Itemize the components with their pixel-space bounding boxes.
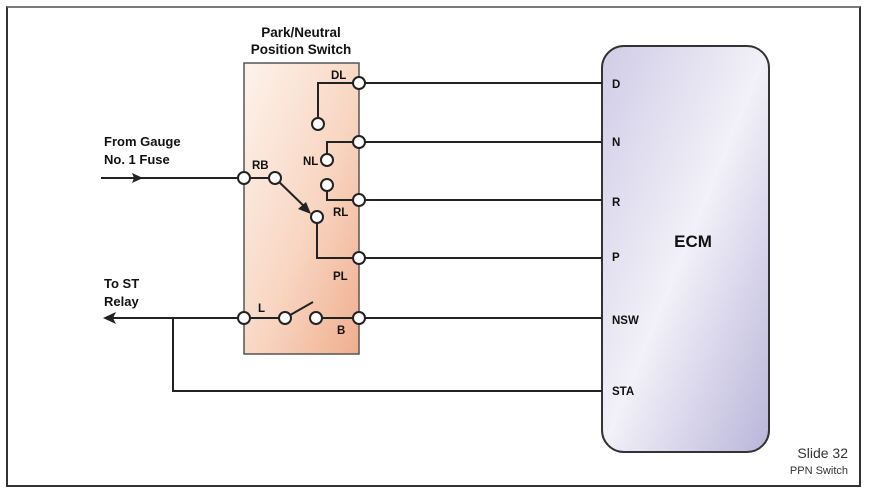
terminal-nl-out xyxy=(352,135,366,149)
contact-pl xyxy=(310,210,324,224)
contact-l xyxy=(278,311,292,325)
contact-rb xyxy=(268,171,282,185)
ecm-body xyxy=(601,45,770,453)
contact-dl xyxy=(311,117,325,131)
label-rb: RB xyxy=(252,160,269,172)
switch-title-line1: Park/Neutral xyxy=(261,25,341,40)
ecm-pin-sta: STA xyxy=(612,386,634,398)
terminal-l xyxy=(237,311,251,325)
switch-title-line2: Position Switch xyxy=(251,42,352,57)
terminal-dl xyxy=(352,76,366,90)
ecm-pin-r: R xyxy=(612,197,621,209)
ecm-pin-n: N xyxy=(612,137,620,149)
terminal-pl-out xyxy=(352,251,366,265)
label-pl: PL xyxy=(333,271,348,283)
ecm-pin-d: D xyxy=(612,79,620,91)
output-label-line1: To ST xyxy=(104,276,139,291)
wire-sta xyxy=(172,318,602,392)
input-arrow-icon xyxy=(132,173,143,183)
wire-nl-internal xyxy=(326,141,359,158)
label-l: L xyxy=(258,303,265,315)
contact-rl xyxy=(320,178,334,192)
output-label-line2: Relay xyxy=(104,294,139,309)
label-dl: DL xyxy=(331,70,346,82)
output-arrow-icon xyxy=(103,312,116,324)
label-b: B xyxy=(337,325,345,337)
switch-wiper xyxy=(274,177,309,211)
ecm-pin-nsw: NSW xyxy=(612,315,639,327)
terminal-rb-in xyxy=(237,171,251,185)
label-rl: RL xyxy=(333,207,348,219)
contact-b xyxy=(309,311,323,325)
input-label-line1: From Gauge xyxy=(104,134,181,149)
wiper-arrow-icon xyxy=(298,202,311,214)
wire-pl-internal xyxy=(316,218,359,259)
terminal-rl-out xyxy=(352,193,366,207)
ecm-label: ECM xyxy=(674,232,712,251)
ecm-pin-p: P xyxy=(612,252,620,264)
input-label-line2: No. 1 Fuse xyxy=(104,152,170,167)
slide-title: PPN Switch xyxy=(790,465,848,477)
label-nl: NL xyxy=(303,156,318,168)
terminal-b xyxy=(352,311,366,325)
slide-number: Slide 32 xyxy=(797,445,848,461)
wire-dl-internal xyxy=(317,82,359,124)
contact-nl xyxy=(320,153,334,167)
